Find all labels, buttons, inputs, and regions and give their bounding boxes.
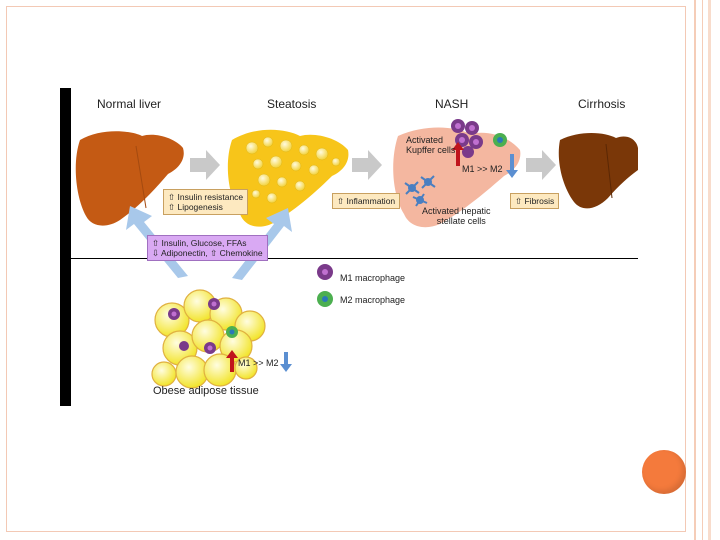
legend-m1-label: M1 macrophage (340, 273, 406, 283)
stellate-label-line-1: Activated hepatic (422, 206, 491, 216)
progress-arrow-3 (526, 150, 556, 180)
stage-cirrhosis-label: Cirrhosis (578, 97, 626, 111)
adipose-signals-box: ⇧ Insulin, Glucose, FFAs ⇩ Adiponectin, … (147, 235, 268, 261)
progress-arrow-2 (352, 150, 382, 180)
progress-arrow-1 (190, 150, 220, 180)
insulin-resistance-line: ⇧ Insulin resistance (168, 192, 244, 202)
adipose-m2-cell (226, 326, 238, 338)
legend-m2-label: M2 macrophage (340, 295, 406, 305)
stellate-label: Activated hepatic stellate cells (422, 206, 491, 226)
nash-arrow-down (506, 154, 518, 178)
kupffer-label-line-1: Activated (406, 135, 444, 145)
kupffer-m2-cell (493, 133, 507, 147)
adipose-m1-cells (168, 298, 220, 354)
nash-arrow-up (452, 142, 464, 166)
adipose-tissue-label: Obese adipose tissue (153, 385, 259, 397)
stellate-label-line-2: stellate cells (436, 216, 486, 226)
stellate-cells (404, 175, 436, 207)
figure-divider (71, 258, 638, 259)
inflammation-box: ⇧ Inflammation (332, 193, 401, 209)
stage-nash-label: NASH (435, 97, 469, 111)
nafld-progression-figure: Normal liver Steatosis NASH Cirrhosis ⇧ … (60, 88, 638, 406)
legend-m2-icon (317, 291, 333, 307)
insulin-glucose-ffa-line: ⇧ Insulin, Glucose, FFAs (152, 238, 247, 248)
steatotic-liver (227, 129, 349, 227)
figure-left-bar (60, 88, 71, 406)
lipogenesis-line: ⇧ Lipogenesis (168, 202, 223, 212)
insulin-resistance-box: ⇧ Insulin resistance ⇧ Lipogenesis (163, 189, 249, 215)
adipose-cells (151, 289, 266, 389)
kupffer-label: Activated Kupffer cells (406, 135, 455, 155)
figure-graphics (75, 119, 638, 389)
legend-m1-icon (317, 264, 333, 280)
adiponectin-chemokine-line: ⇩ Adiponectin, ⇧ Chemokine (152, 248, 263, 258)
fibrosis-box: ⇧ Fibrosis (510, 193, 560, 209)
adipose-arrow-up (226, 350, 238, 372)
normal-liver (75, 131, 184, 226)
kupffer-m1-cluster (451, 119, 483, 158)
slide-frame (6, 6, 686, 532)
cirrhotic-liver (558, 133, 638, 209)
stage-steatosis-label: Steatosis (267, 97, 317, 111)
kupffer-label-line-2: Kupffer cells (406, 145, 456, 155)
stage-normal-label: Normal liver (97, 97, 162, 111)
nash-ratio-label: M1 >> M2 (462, 164, 503, 174)
slide-ornament-dot (642, 450, 686, 494)
adipose-ratio-label: M1 >> M2 (238, 358, 279, 368)
slide-side-band (686, 0, 720, 540)
adipose-arrow-down (280, 352, 292, 372)
